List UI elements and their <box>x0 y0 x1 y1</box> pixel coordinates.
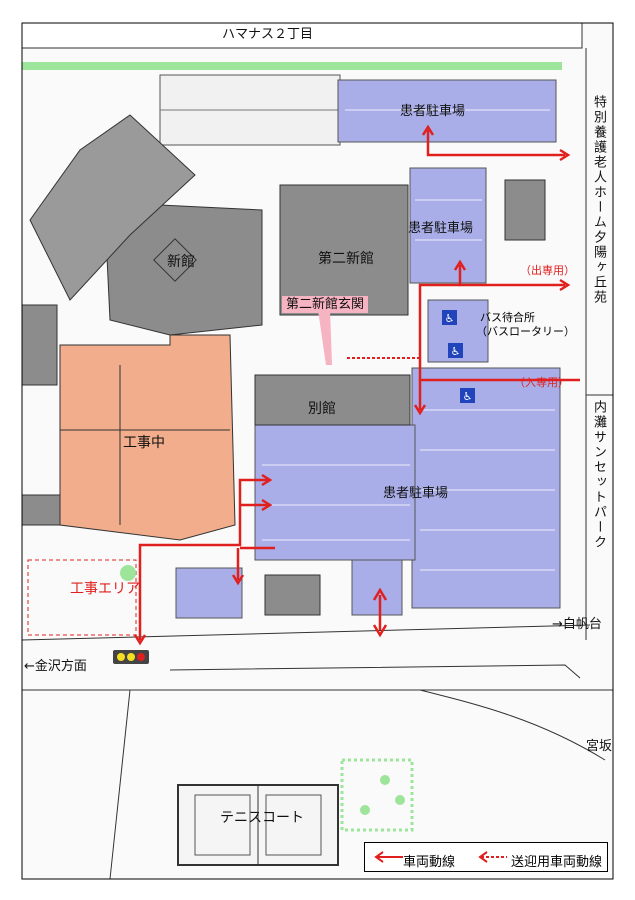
entry-only-label: （入専用） <box>514 376 569 389</box>
exit-only-label: （出専用） <box>520 264 575 277</box>
tennis-court-label: テニスコート <box>220 810 304 826</box>
main-road <box>21 624 613 691</box>
bus-stop-label-line1: バス待合所 <box>480 311 535 324</box>
bus-stop-label-line2: （バスロータリー） <box>476 325 575 338</box>
buildings <box>21 114 546 616</box>
svg-text:♿: ♿ <box>451 345 461 358</box>
south-building-a <box>264 574 321 616</box>
patient-parking-areas <box>175 79 561 619</box>
building-label-second-new-wing: 第二新館 <box>318 251 374 267</box>
traffic-light-icon <box>113 650 149 664</box>
annex-building <box>254 374 411 426</box>
entrance-pointer <box>318 310 332 365</box>
west-wing-building <box>29 114 196 301</box>
legend-shuttle-route: 送迎用車両動線 <box>511 855 603 870</box>
parking-stall-lines <box>262 109 555 571</box>
construction-site <box>27 334 236 636</box>
second-new-wing-building <box>279 184 409 316</box>
parking-label-south: 患者駐車場 <box>383 486 449 501</box>
upper-grey-parking <box>159 74 341 146</box>
legend-vehicle-route: 車両動線 <box>403 855 456 870</box>
svg-text:♿: ♿ <box>445 312 455 325</box>
street-label-miyasaka: 宮坂 <box>586 739 613 754</box>
facility-label-sunset-park: 内灘サンセットパーク <box>591 400 606 550</box>
direction-label-shirahodai: →白帆台 <box>552 617 602 632</box>
top-hedge <box>22 62 562 70</box>
south-curved-road <box>419 689 606 761</box>
parking-label-middle: 患者駐車場 <box>408 221 474 236</box>
building-label-second-entrance: 第二新館玄関 <box>282 296 369 313</box>
parking-lot-small <box>175 567 243 619</box>
vehicle-routes <box>133 124 580 646</box>
facility-label-nursing-home: 特別養護老人ホーム夕陽ヶ丘苑 <box>591 95 606 305</box>
legend-symbols <box>374 851 507 863</box>
route-north-exit <box>426 130 565 157</box>
parking-label-north: 患者駐車場 <box>400 104 466 119</box>
building-label-construction: 工事中 <box>123 435 165 451</box>
east-building <box>504 179 546 241</box>
accessible-parking-icons: ♿ ♿ ♿ <box>442 310 475 403</box>
parking-lot-middle <box>409 167 487 284</box>
parking-lot-corner <box>351 559 403 616</box>
direction-label-kanazawa: ←金沢方面 <box>24 659 87 674</box>
tennis-court <box>177 784 339 866</box>
legend: 車両動線 送迎用車両動線 <box>364 842 608 872</box>
building-label-annex: 別館 <box>308 401 336 417</box>
construction-area-label: 工事エリア <box>70 581 140 597</box>
parking-lot-east <box>411 367 561 609</box>
south-greenery <box>120 565 414 832</box>
parking-lot-north <box>337 79 557 143</box>
parking-lot-south <box>254 424 416 561</box>
street-label-top: ハマナス２丁目 <box>222 27 314 42</box>
svg-text:♿: ♿ <box>463 390 473 403</box>
building-label-new-wing: 新館 <box>167 254 195 270</box>
construction-building <box>59 334 236 541</box>
top-road <box>21 22 583 49</box>
